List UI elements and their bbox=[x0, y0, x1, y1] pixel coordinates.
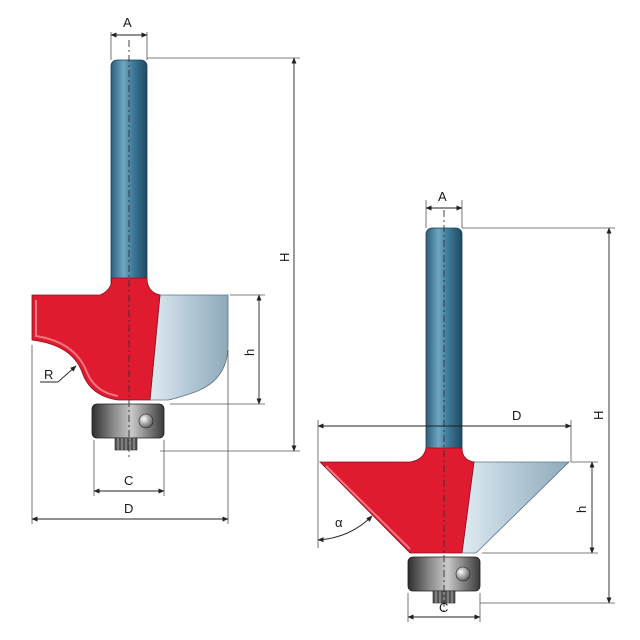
left-cutter-red bbox=[31, 277, 161, 401]
right-cutter-red bbox=[319, 447, 475, 554]
right-bearing-ball bbox=[455, 566, 471, 582]
left-label-h: h bbox=[242, 349, 257, 356]
right-label-H: H bbox=[591, 411, 606, 420]
right-label-h: h bbox=[574, 506, 589, 513]
left-label-A: A bbox=[123, 15, 132, 30]
right-router-bit: A H D h α C bbox=[317, 189, 615, 622]
right-label-alpha: α bbox=[335, 515, 343, 530]
right-label-C: C bbox=[439, 600, 448, 615]
left-bearing-ball bbox=[138, 413, 154, 429]
right-label-D: D bbox=[512, 408, 521, 423]
left-label-D: D bbox=[124, 501, 133, 516]
left-router-bit: A H h R C D bbox=[31, 15, 300, 524]
right-label-A: A bbox=[438, 189, 447, 204]
left-label-R: R bbox=[44, 367, 53, 382]
right-cutter-steel bbox=[461, 461, 570, 554]
left-label-H: H bbox=[277, 253, 292, 262]
left-cutter-profile bbox=[35, 300, 119, 397]
left-cutter-steel bbox=[149, 294, 229, 401]
left-label-C: C bbox=[124, 473, 133, 488]
